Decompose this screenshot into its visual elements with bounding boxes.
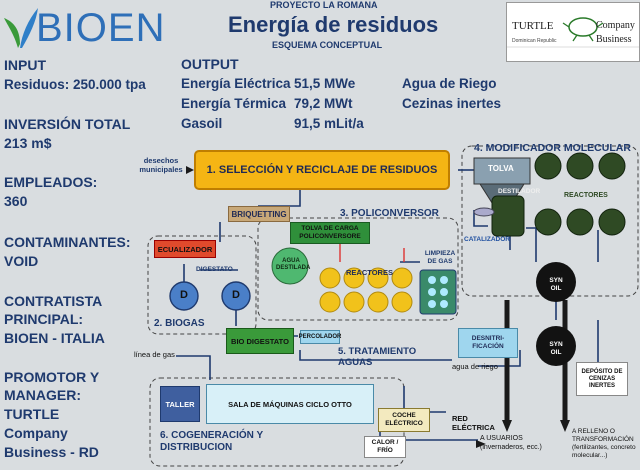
investment-value: 213 m$ [4,135,52,151]
input-value: Residuos: 250.000 tpa [4,77,146,92]
percolador-box: PERCOLADOR [299,330,341,344]
linea-gas-label: línea de gas [134,350,175,359]
tolva-carga-box: TOLVA DE CARGA POLICONVERSORE [290,222,370,244]
output-row-value: 79,2 MWt [294,96,353,111]
step-selection-recycling: 1. SELECCIÓN Y RECICLAJE DE RESIDUOS [194,150,450,190]
agua-riego-label: agua de riego [452,362,498,371]
employees-label: EMPLEADOS: [4,174,98,190]
step-molecular-modifier: 4. MODIFICADOR MOLECULAR [474,142,631,154]
calor-frio-box: CALOR / FRÍO [364,436,406,458]
digester-2-label: D [232,289,240,301]
promoter-label-1: PROMOTOR Y [4,369,100,385]
pollutants-value: VOID [4,253,39,269]
output-row-value: 51,5 MWe [294,76,356,91]
desnitrificacion-box: DESNITRI-FICACIÓN [458,328,518,358]
red-electrica-label: RED ELÉCTRICA [452,414,495,432]
page-title: Energía de residuos [228,12,439,37]
taller-box: TALLER [160,386,200,422]
investment-label: INVERSIÓN TOTAL [4,116,131,132]
output-row-name: Gasoil [181,116,223,131]
partner-turtle: TURTLE [512,20,554,32]
partner-country: Dominican Republic [512,38,557,44]
step-biogas: 2. BIOGAS [154,318,205,329]
output-row-name: Energía Eléctrica [181,76,291,91]
promoter-value-2: Company [4,425,68,441]
contractor-label-2: PRINCIPAL: [4,311,84,327]
promoter-label-2: MANAGER: [4,387,81,403]
syn-oil-2-label: SYN OIL [549,341,563,356]
pollutants-label: CONTAMINANTES: [4,234,131,250]
reactores-poli-label: REACTORES [346,268,393,277]
output-row-value: 91,5 mLit/a [294,116,364,131]
project-name: PROYECTO LA ROMANA [270,0,378,10]
input-label: INPUT [4,57,46,73]
ecualizador-box: ECUALIZADOR [154,240,216,258]
limpieza-gas-label: LIMPIEZA DE GAS [424,250,456,265]
reactores-mod-label: REACTORES [564,192,608,199]
step-policonversor: 3. POLICONVERSOR [340,208,439,219]
relleno-label: A RELLENO O TRANSFORMACIÓN (fertilizante… [572,428,636,459]
partner-company: Company [596,20,635,31]
output-extra: Cezinas inertes [402,96,502,111]
leaf-icon [4,8,38,48]
step-water-treatment: 5. TRATAMIENTO AGUAS [338,346,417,368]
logo-text: BIOEN [36,6,166,50]
contractor-value: BIOEN - ITALIA [4,330,105,346]
briquetting-box: BRIQUETTING [228,206,290,222]
output-label: OUTPUT [181,56,239,72]
employees-value: 360 [4,193,28,209]
turtle-icon [507,17,639,48]
sala-maquinas-box: SALA DE MÁQUINAS CICLO OTTO [206,384,374,424]
tolva-label: TOLVA [488,164,514,173]
partner-business: Business [596,34,632,45]
step-cogeneration: 6. COGENERACIÓN Y DISTRIBUCION [160,430,263,453]
contractor-label-1: CONTRATISTA [4,293,103,309]
partner-logo [506,2,640,62]
municipal-waste-label: desechos municipales [139,156,183,174]
promoter-value-3: Business - RD [4,444,99,460]
digestato-label: DIGESTATO [196,266,233,273]
deposito-cenizas-box: DEPÓSITO DE CENIZAS INERTES [576,362,628,396]
bioen-logo [4,4,174,52]
coche-electrico-box: COCHE ELÉCTRICO [378,408,430,432]
agua-destilada-label: AGUA DESTILADA [276,258,311,271]
digester-1-label: D [180,289,188,301]
bio-digestato-box: BIO DIGESTATO [226,328,294,354]
promoter-value-1: TURTLE [4,406,60,422]
output-row-name: Energía Térmica [181,96,287,111]
output-extra: Agua de Riego [402,76,497,91]
catalizador-label: CATALIZADOR [464,236,510,243]
syn-oil-1-label: SYN OIL [549,277,563,292]
page-subtitle: ESQUEMA CONCEPTUAL [272,40,383,50]
usuarios-label: A USUARIOS (invernaderos, ecc.) [480,435,542,451]
destilador-label: DESTILADOR [498,188,541,195]
